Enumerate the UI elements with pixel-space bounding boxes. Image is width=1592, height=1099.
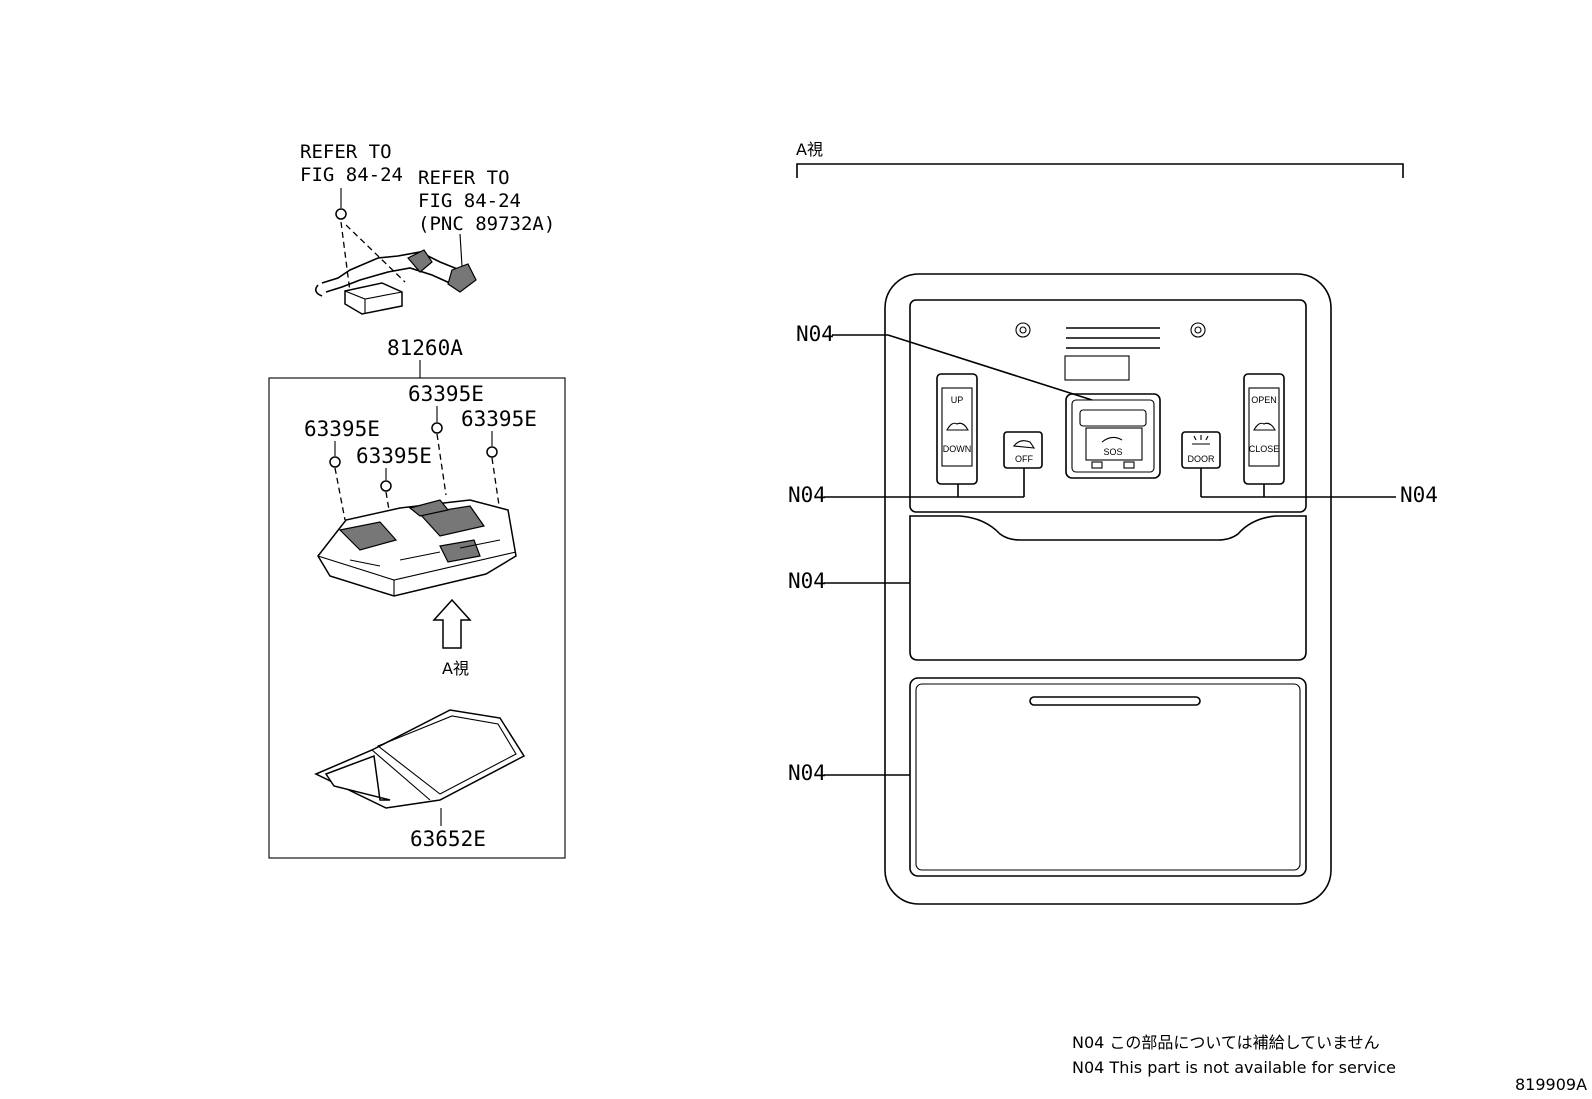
refer-2-line2: FIG 84-24: [418, 190, 521, 212]
sos-button: [1085, 427, 1143, 461]
refer-1-line1: REFER TO: [300, 141, 392, 163]
car-icon: [1253, 422, 1276, 431]
up-label: UP: [951, 395, 964, 405]
screw-icons: [329, 422, 498, 492]
n04-callout-3: N04: [1400, 483, 1438, 507]
note-jp: N04 この部品については補給していません: [1072, 1033, 1380, 1052]
tray-handle: [1029, 696, 1201, 706]
sunshade-switch-frame: [936, 373, 978, 485]
n04-callouts: N04 N04 N04 N04 N04: [788, 322, 1438, 785]
figure-id: 819909A: [1515, 1075, 1587, 1094]
down-label: DOWN: [943, 444, 972, 454]
n04-callout-1: N04: [796, 322, 834, 346]
off-label: OFF: [1015, 454, 1033, 464]
screw-label-left: 63395E: [304, 417, 380, 441]
view-a-title: A視: [796, 140, 823, 159]
display-window: [1064, 355, 1130, 381]
wire-harness-drawing: [314, 188, 477, 315]
view-arrow-icon: [432, 598, 472, 649]
mic-icon: [1015, 322, 1031, 338]
refer-1-line2: FIG 84-24: [300, 164, 403, 186]
screw-icon: [486, 446, 498, 458]
screw-label-right: 63395E: [461, 407, 537, 431]
assembly-box: [268, 377, 566, 859]
car-light-icon: [1012, 440, 1036, 449]
close-label: CLOSE: [1249, 444, 1280, 454]
n04-callout-2: N04: [788, 483, 826, 507]
assembly-part-label: 81260A: [387, 336, 463, 360]
refer-2-line3: (PNC 89732A): [418, 213, 555, 235]
console-outer-frame: [884, 273, 1332, 905]
screw-icon: [380, 480, 392, 492]
screw-icon: [335, 208, 347, 220]
door-label: DOOR: [1188, 454, 1216, 464]
lower-tray: [909, 677, 1307, 877]
off-button: [1003, 431, 1043, 469]
refer-label-1: REFER TO FIG 84-24: [300, 141, 403, 186]
n04-callout-5: N04: [788, 761, 826, 785]
view-arrow-label: A視: [442, 659, 469, 678]
screw-label-top: 63395E: [408, 382, 484, 406]
switch-panel: [909, 299, 1307, 513]
sos-housing: [1065, 393, 1161, 479]
dome-light-icon: [1192, 435, 1210, 445]
note-en: N04 This part is not available for servi…: [1072, 1058, 1396, 1077]
sos-label: SOS: [1103, 447, 1122, 457]
car-icon: [946, 422, 969, 431]
refer-2-line1: REFER TO: [418, 167, 510, 189]
lens-drawing: [314, 709, 526, 809]
mic-icon: [1190, 322, 1206, 338]
overhead-console-view: UP DOWN OFF SOS DOOR OPEN CLOSE: [884, 273, 1332, 905]
phone-icon: [1101, 436, 1123, 443]
screw-icon: [431, 422, 443, 434]
screw-label-mid: 63395E: [356, 444, 432, 468]
n04-callout-4: N04: [788, 569, 826, 593]
moonroof-switch-frame: [1243, 373, 1285, 485]
open-label: OPEN: [1251, 395, 1277, 405]
screw-icon: [329, 456, 341, 468]
lens-part-label: 63652E: [410, 827, 486, 851]
upper-lid: [909, 515, 1307, 661]
console-housing-drawing: [317, 499, 517, 597]
view-a-bracket: [796, 163, 1404, 178]
refer-label-2: REFER TO FIG 84-24 (PNC 89732A): [418, 167, 555, 235]
